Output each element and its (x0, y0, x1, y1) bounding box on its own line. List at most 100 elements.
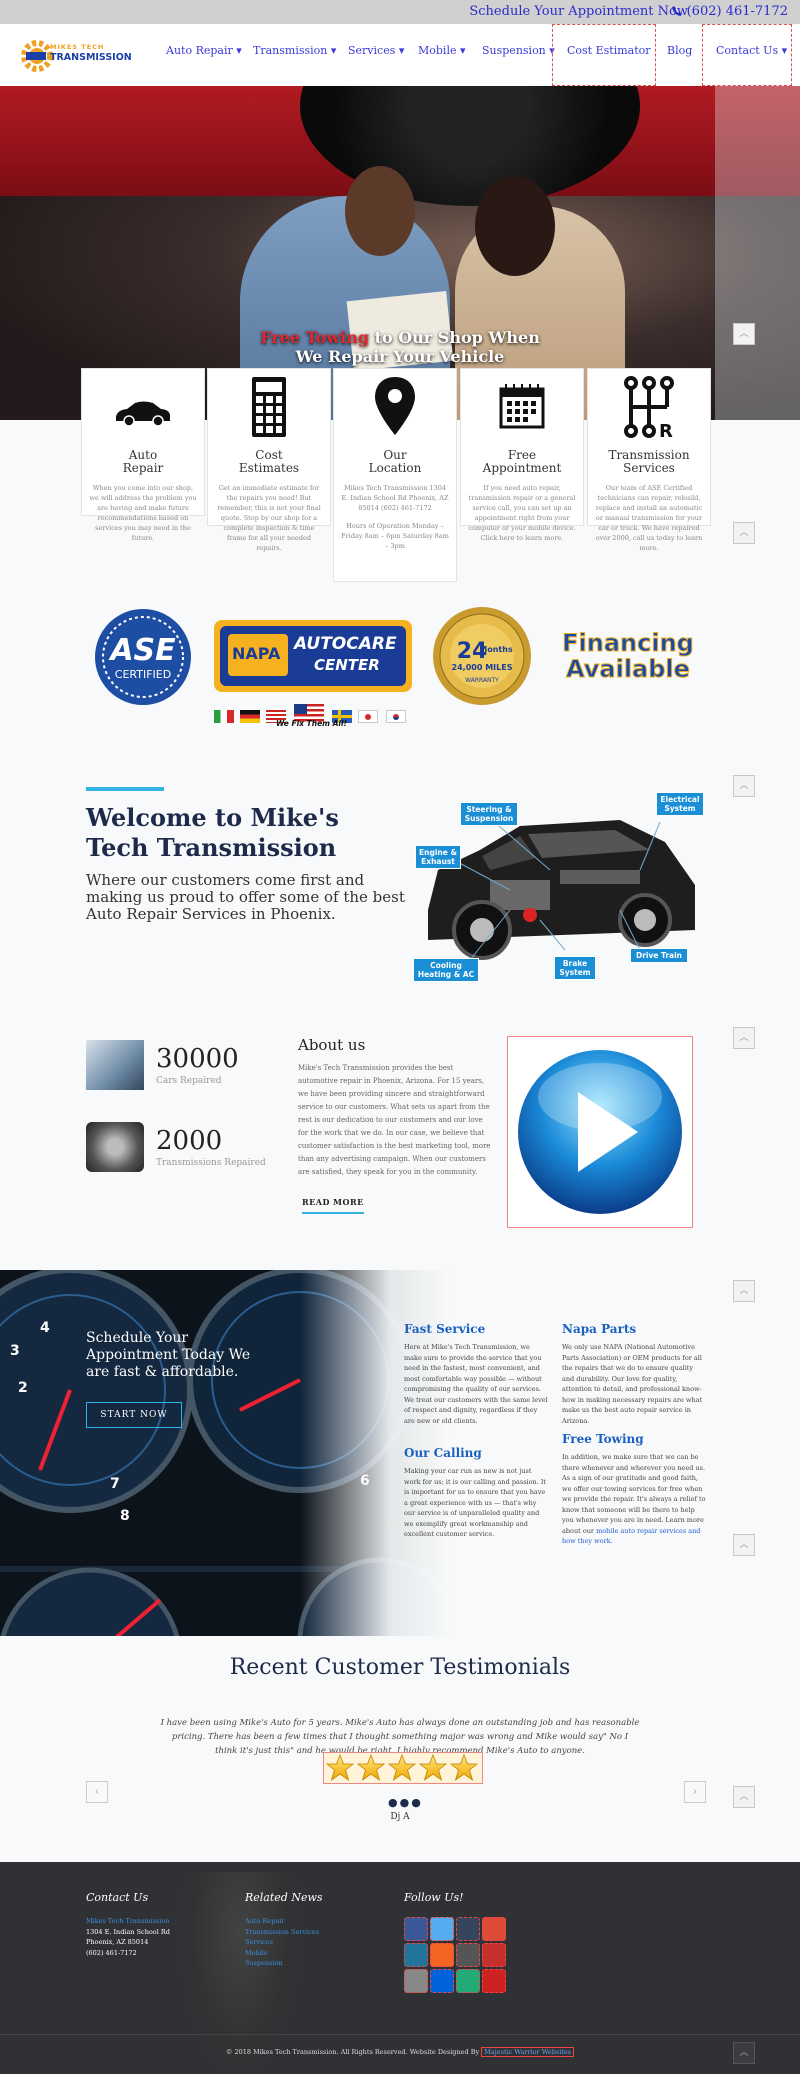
twitter-icon[interactable] (430, 1917, 454, 1941)
card-description: Mikes Tech Transmission 1304 E. Indian S… (341, 484, 449, 512)
customer-head-image (475, 176, 555, 276)
schedule-link[interactable]: Schedule Your Appointment Now (469, 4, 688, 19)
label-brake: Brake System (554, 956, 596, 980)
scroll-up-button[interactable]: ︿ (733, 1534, 755, 1556)
five-stars-icon (325, 1753, 479, 1781)
tumblr-icon[interactable] (456, 1917, 480, 1941)
label-steering: Steering & Suspension (460, 802, 518, 826)
napa-parts-title: Napa Parts (562, 1322, 637, 1336)
nav-auto-repair[interactable]: Auto Repair ▾ (166, 44, 242, 57)
phone-link[interactable]: (602) 461-7172 (672, 4, 788, 19)
car-icon (116, 401, 171, 427)
scroll-up-button[interactable]: ︿ (733, 522, 755, 544)
facebook-icon[interactable] (404, 1917, 428, 1941)
video-player[interactable] (507, 1036, 693, 1228)
scroll-up-button[interactable]: ︿ (733, 1280, 755, 1302)
label-engine: Engine & Exhaust (415, 845, 461, 869)
testimonial-prev-button[interactable]: ‹ (86, 1781, 108, 1803)
welcome-title: Welcome to Mike's Tech Transmission (86, 803, 339, 862)
mobile-services-link[interactable]: mobile auto repair services and how they… (562, 1526, 701, 1546)
svg-text:R: R (659, 421, 673, 441)
calculator-icon (252, 377, 286, 437)
hero-caption-highlight: Free Towing (260, 328, 370, 347)
stat-cars-label: Cars Repaired (156, 1076, 222, 1086)
site-logo[interactable]: MIKES TECH TRANSMISSION (20, 39, 132, 73)
fast-service-title: Fast Service (404, 1322, 486, 1336)
scroll-up-button[interactable]: ︿ (733, 775, 755, 797)
scroll-up-button[interactable]: ︿ (733, 1786, 755, 1808)
warranty-badge: 24 Months 24,000 MILES WARRANTY (433, 607, 531, 705)
footer-news-title: Related News (245, 1891, 323, 1904)
nav-suspension[interactable]: Suspension ▾ (482, 44, 555, 57)
testimonial-next-button[interactable]: › (684, 1781, 706, 1803)
footer-company-link[interactable]: Mikes Tech Transmission (86, 1917, 170, 1925)
nav-blog[interactable]: Blog (667, 44, 693, 57)
github-icon[interactable] (404, 1969, 428, 1993)
svg-text:7: 7 (110, 1476, 120, 1492)
footer-news-item[interactable]: Suspension (245, 1959, 283, 1967)
nav-transmission[interactable]: Transmission ▾ (253, 44, 337, 57)
rss-icon[interactable] (430, 1943, 454, 1967)
fast-service-text: Here at Mike's Tech Transmission, we mak… (404, 1343, 548, 1425)
yelp-icon[interactable] (482, 1969, 506, 1993)
footer-news-item[interactable]: Transmission Services (245, 1927, 319, 1936)
stat-transmissions-label: Transmissions Repaired (156, 1158, 266, 1168)
site-footer (0, 1862, 800, 2074)
footer-news-item[interactable]: Mobile (245, 1948, 268, 1957)
stat-cars-number: 30000 (156, 1044, 239, 1074)
read-more-button[interactable]: READ MORE (302, 1197, 364, 1214)
svg-text:CERTIFIED: CERTIFIED (115, 668, 171, 681)
gear-logo-icon (21, 40, 53, 72)
flickr-icon[interactable] (430, 1969, 454, 1993)
google-icon[interactable] (482, 1943, 506, 1967)
dashboard-headline: Schedule Your Appointment Today We are f… (86, 1330, 251, 1380)
svg-text:8: 8 (120, 1508, 130, 1524)
scroll-up-button[interactable]: ︿ (733, 2042, 755, 2064)
meetup-icon[interactable] (456, 1969, 480, 1993)
transmission-thumbnail (86, 1122, 144, 1172)
footer-address-1: 1304 E. Indian School Rd (86, 1927, 170, 1936)
autocare-text: AUTOCARE (294, 634, 397, 654)
start-now-button[interactable]: START NOW (86, 1402, 182, 1428)
label-drive-train: Drive Train (630, 948, 688, 963)
stumbleupon-icon[interactable] (456, 1943, 480, 1967)
footer-news-item[interactable]: Auto Repair (245, 1917, 285, 1925)
free-towing-text: In addition, we make sure that we can be… (562, 1453, 706, 1546)
google-plus-icon[interactable] (482, 1917, 506, 1941)
footer-news-item[interactable]: Services (245, 1938, 273, 1946)
nav-contact-us[interactable]: Contact Us ▾ (716, 44, 788, 57)
card-description: Get an immediate estimate for the repair… (217, 484, 321, 552)
nav-cost-estimator[interactable]: Cost Estimator (567, 44, 651, 57)
top-bar: Schedule Your Appointment Now (602) 461-… (0, 0, 800, 24)
copyright-text: © 2018 Mikes Tech Transmission. All Righ… (225, 2048, 480, 2056)
designer-link[interactable]: Majestic Warrior Websites (481, 2047, 575, 2057)
scroll-up-button[interactable]: ︿ (733, 323, 755, 345)
footer-divider (0, 2034, 800, 2035)
label-cooling: Cooling Heating & AC (413, 958, 479, 982)
card-description: When you come into our shop, we will add… (89, 484, 197, 542)
svg-text:4: 4 (40, 1320, 50, 1336)
hero-banner: Free Towing to Our Shop When We Repair Y… (0, 86, 800, 420)
napa-parts-text: We only use NAPA (National Automotive Pa… (562, 1343, 703, 1425)
scroll-up-button[interactable]: ︿ (733, 1027, 755, 1049)
nav-mobile[interactable]: Mobile ▾ (418, 44, 466, 57)
phone-number: (602) 461-7172 (686, 4, 788, 19)
stat-transmissions-number: 2000 (156, 1126, 223, 1156)
welcome-section: Welcome to Mike's Tech Transmission Wher… (86, 787, 406, 923)
carousel-dots[interactable]: ●●● (388, 1796, 423, 1809)
wordpress-icon[interactable] (404, 1943, 428, 1967)
flags-strip (214, 704, 414, 726)
napa-autocare-badge: NAPA AUTOCARE CENTER (214, 620, 412, 692)
card-description: If you need auto repair, transmission re… (468, 484, 576, 542)
our-calling-title: Our Calling (404, 1446, 482, 1460)
nav-services[interactable]: Services ▾ (348, 44, 405, 57)
social-icons-grid (402, 1915, 528, 1995)
footer-follow-title: Follow Us! (404, 1891, 464, 1904)
copyright-bar: © 2018 Mikes Tech Transmission. All Righ… (0, 2047, 800, 2057)
